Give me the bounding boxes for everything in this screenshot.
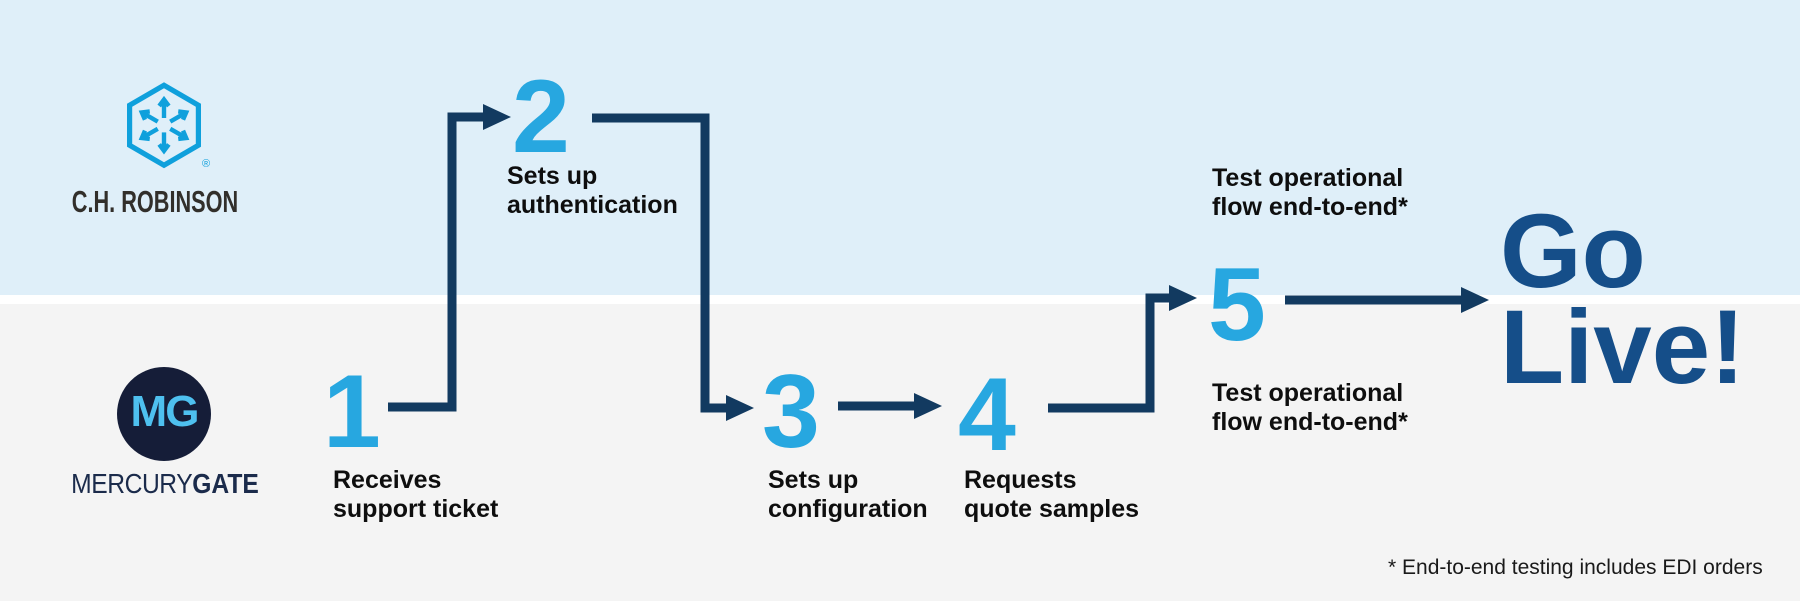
mercurygate-lane-background [0, 304, 1800, 601]
chrobinson-lane-background [0, 0, 1800, 295]
step-3-label-line2: configuration [768, 495, 928, 523]
mercurygate-monogram: MG [130, 387, 200, 436]
go-live-line2: Live! [1500, 289, 1746, 406]
step-4-label-line1: Requests [964, 466, 1077, 494]
step-1-label-line2: support ticket [333, 495, 499, 523]
step-3-label: Sets up configuration [768, 466, 928, 524]
step-5-label-bottom-line2: flow end-to-end* [1212, 408, 1408, 436]
chrobinson-registered-mark: ® [202, 158, 211, 170]
arrow-step4-to-step5 [1048, 285, 1197, 413]
step-4-number: 4 [958, 357, 1016, 473]
chrobinson-wordmark: C.H. ROBINSON [71, 184, 239, 219]
mercurygate-wordmark-gate: GATE [192, 468, 259, 499]
step-4-label: Requests quote samples [964, 466, 1139, 524]
step-3-label-line1: Sets up [768, 466, 859, 494]
step-2-label-line2: authentication [507, 191, 678, 219]
mercurygate-wordmark-mercury: MERCURY [71, 468, 193, 499]
step-5-label-bottom-line1: Test operational [1212, 379, 1404, 407]
footnote: * End-to-end testing includes EDI orders [1388, 556, 1763, 579]
step-2-number: 2 [512, 59, 570, 175]
step-2-label-line1: Sets up [507, 162, 598, 190]
chrobinson-logo-icon [127, 82, 201, 169]
step-2-label: Sets up authentication [507, 162, 678, 220]
step-5-number: 5 [1208, 247, 1266, 363]
step-1-number: 1 [323, 354, 381, 470]
arrow-step1-to-step2 [388, 104, 511, 412]
lane-divider [0, 295, 1800, 304]
step-5-label-bottom: Test operational flow end-to-end* [1212, 379, 1408, 437]
step-4-label-line2: quote samples [964, 495, 1140, 523]
step-1-label-line1: Receives [333, 466, 442, 494]
arrow-step2-to-step3 [592, 113, 754, 421]
step-5-label-top-line1: Test operational [1212, 164, 1404, 192]
go-live-line1: Go [1500, 193, 1646, 310]
mercurygate-wordmark: MERCURYGATE [68, 468, 262, 500]
step-1-label: Receives support ticket [333, 466, 498, 524]
step-5-label-top: Test operational flow end-to-end* [1212, 164, 1408, 222]
step-5-label-top-line2: flow end-to-end* [1212, 193, 1408, 221]
mercurygate-logo-icon: MG [117, 367, 211, 461]
step-3-number: 3 [762, 354, 820, 470]
go-live-text: Go Live! [1500, 193, 1746, 406]
